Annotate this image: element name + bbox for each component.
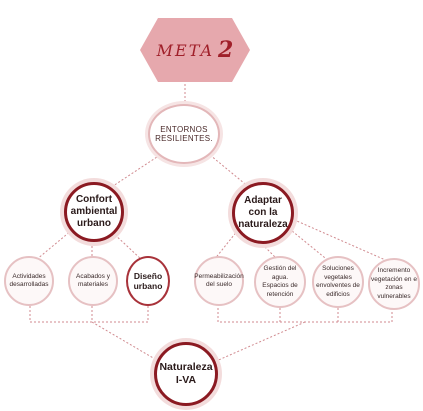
outcome-label: Naturaleza I-VA [159,361,213,386]
root-node: ENTORNOS RESILIENTES. [148,104,220,164]
connector-adaptar-l4 [213,229,239,261]
leaf-node-permeabilizacion: Permeabilización del suelo [194,256,244,306]
connector-left-bracket [29,306,149,323]
hexagon-shape [140,18,250,82]
goal-word: META [156,40,215,60]
leaf-label: Acabados y materiales [76,272,110,289]
leaf-node-gestion-agua: Gestión del agua. Espacios de retención [254,256,306,308]
connector-right-bottom [213,321,306,363]
root-label: ENTORNOS RESILIENTES. [155,125,213,143]
connector-left-bottom [91,321,161,363]
leaf-label: Gestión del agua. Espacios de retención [262,265,298,298]
goal-number: 2 [218,37,234,63]
leaf-label: Incremento vegetación en e zonas vulnera… [371,267,417,300]
outcome-node: Naturaleza I-VA [154,342,218,406]
leaf-label: Soluciones vegetales envolventes de edif… [316,265,360,298]
goal-label: META 2 [140,18,250,82]
goal-hexagon: META 2 [140,18,250,82]
connector-right-bracket [217,308,393,323]
branch-label: Adaptar con la naturaleza [238,195,288,230]
leaf-label: Diseño urbano [133,271,163,291]
leaf-node-incremento-vegetacion: Incremento vegetación en e zonas vulnera… [368,258,420,310]
connector-root-adaptar [209,154,251,189]
connector-root-confort [109,154,161,189]
leaf-node-actividades: Actividades desarrolladas [4,256,54,306]
leaf-label: Actividades desarrolladas [9,272,49,289]
leaf-node-acabados: Acabados y materiales [68,256,118,306]
leaf-label: Permeabilización del suelo [194,272,244,289]
connector-adaptar-l6 [285,225,331,263]
connector-confort-l1 [35,229,73,261]
leaf-node-diseno: Diseño urbano [126,256,170,306]
connector-adaptar-l5 [261,243,277,259]
branch-node-confort: Confort ambiental urbano [64,182,124,242]
branch-label: Confort ambiental urbano [70,194,118,229]
leaf-node-soluciones-vegetales: Soluciones vegetales envolventes de edif… [312,256,364,308]
branch-node-adaptar: Adaptar con la naturaleza [232,182,294,244]
connector-confort-l3 [111,231,143,261]
